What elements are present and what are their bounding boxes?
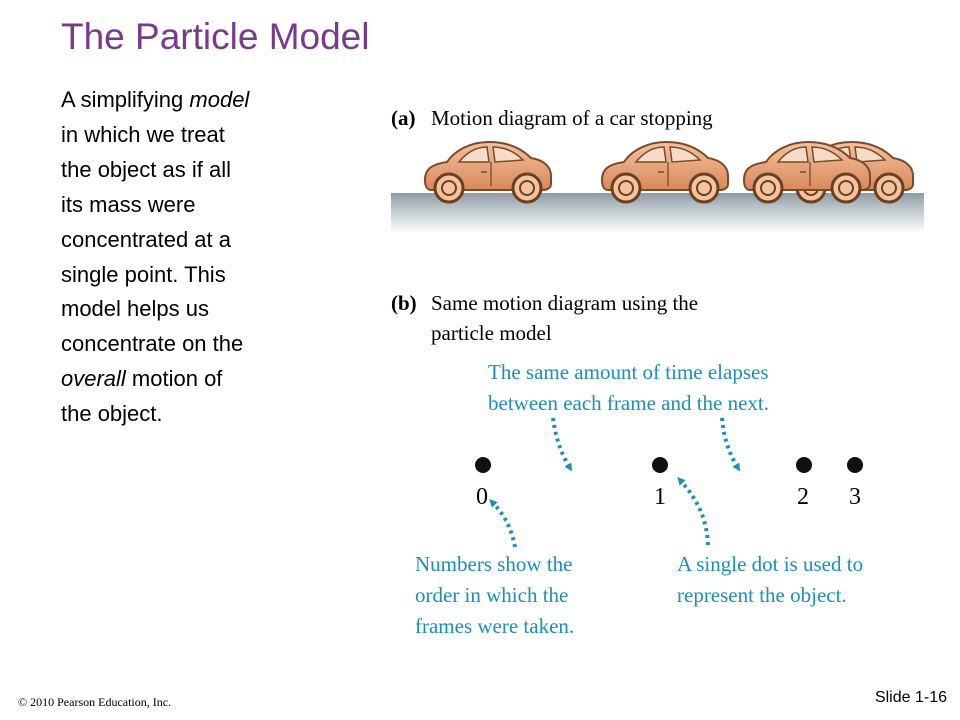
frame-number-1: 1 xyxy=(654,484,666,510)
dot-arrow xyxy=(677,477,710,546)
particle-dot-1 xyxy=(652,457,668,473)
body-line-4: its mass were xyxy=(61,191,196,217)
body-line-1: A simplifying model xyxy=(61,87,250,112)
annotation-numbers-line-2: order in which the xyxy=(415,583,568,607)
copyright-footer: © 2010 Pearson Education, Inc. xyxy=(18,695,172,709)
part-a-label: (a) xyxy=(391,106,416,130)
frame-number-2: 2 xyxy=(797,484,809,510)
particle-dot-0 xyxy=(475,457,491,473)
part-b-label: (b) xyxy=(391,291,417,315)
part-a-caption: Motion diagram of a car stopping xyxy=(431,106,713,130)
time-arrow-right xyxy=(720,417,741,472)
ground xyxy=(391,193,924,233)
body-line-3: the object as if all xyxy=(61,156,231,182)
emphasis-model: model xyxy=(189,87,250,112)
part-b-caption-line-2: particle model xyxy=(431,321,552,345)
annotation-time-line-1: The same amount of time elapses xyxy=(488,360,769,384)
body-line-7: model helps us xyxy=(61,296,209,322)
body-line-2: in which we treat xyxy=(61,121,225,147)
annotation-numbers-line-1: Numbers show the xyxy=(415,552,572,576)
frame-number-0: 0 xyxy=(476,484,488,510)
body-line-9: overall motion of xyxy=(61,366,223,392)
particle-dot-2 xyxy=(796,457,812,473)
annotation-numbers-line-3: frames were taken. xyxy=(415,614,574,638)
numbers-arrow xyxy=(489,499,517,548)
annotation-time-line-2: between each frame and the next. xyxy=(488,391,769,415)
body-text: A simplifying model in which we treat th… xyxy=(61,83,323,432)
part-b-caption-line-1: Same motion diagram using the xyxy=(431,291,698,315)
frame-number-3: 3 xyxy=(849,484,861,510)
annotation-dot-line-1: A single dot is used to xyxy=(677,552,863,576)
annotation-dot-line-2: represent the object. xyxy=(677,583,847,607)
body-line-6: single point. This xyxy=(61,261,226,287)
body-line-8: concentrate on the xyxy=(61,331,244,357)
particle-dot-3 xyxy=(847,457,863,473)
emphasis-overall: overall xyxy=(61,366,126,392)
body-line-10: the object. xyxy=(61,401,163,427)
slide-title: The Particle Model xyxy=(61,16,370,57)
time-arrow-left xyxy=(551,417,573,472)
body-line-5: concentrated at a xyxy=(61,226,232,252)
slide-number: Slide 1-16 xyxy=(874,689,947,706)
